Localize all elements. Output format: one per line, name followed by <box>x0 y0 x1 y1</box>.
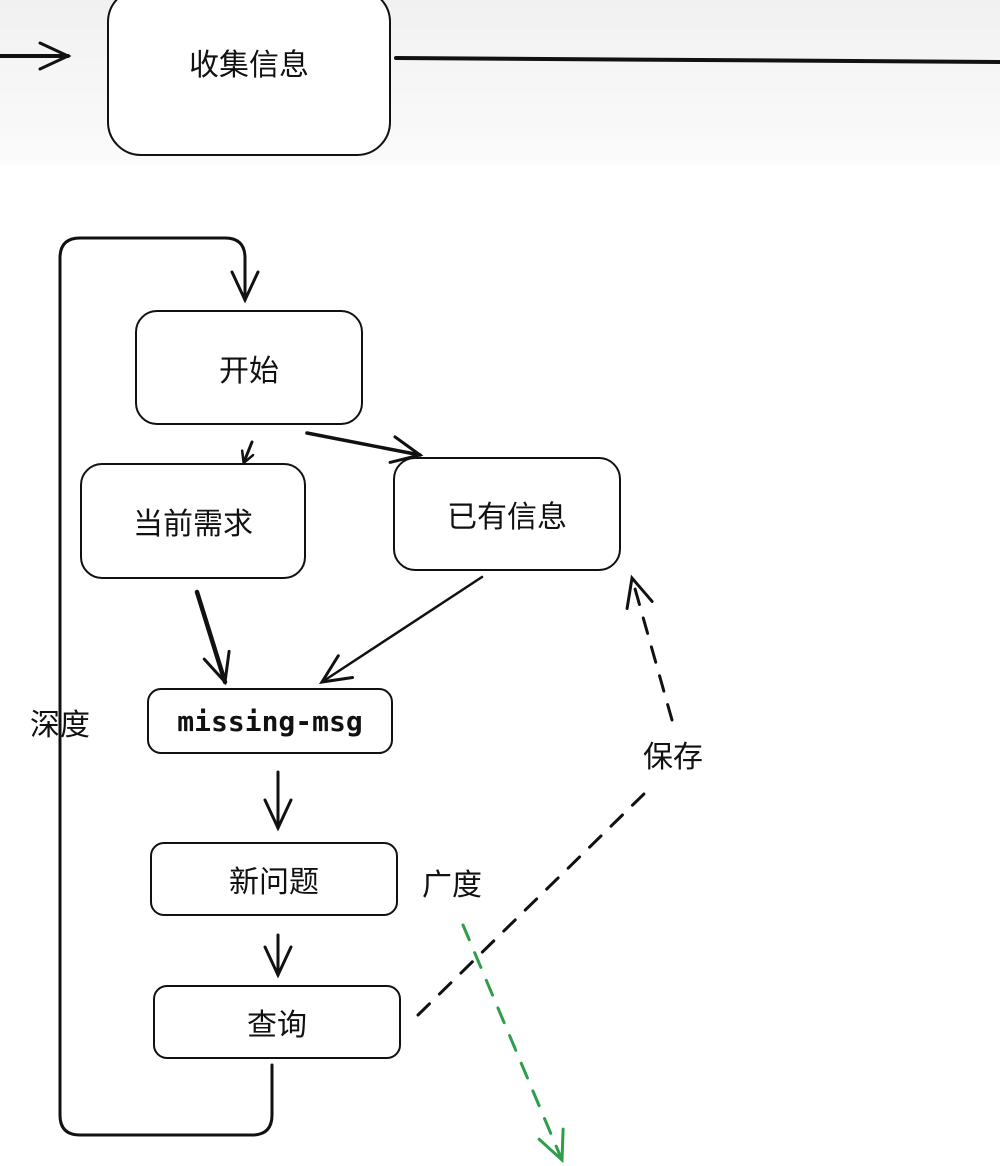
label-save: 保存 <box>643 740 703 775</box>
node-label: missing-msg <box>177 704 363 738</box>
node-label: 当前需求 <box>133 507 253 542</box>
node-label: 开始 <box>219 353 279 389</box>
node-current-need: 当前需求 <box>80 463 306 579</box>
label-breadth: 广度 <box>422 868 482 903</box>
node-label: 已有信息 <box>447 500 567 535</box>
node-existing-info: 已有信息 <box>393 457 621 571</box>
node-start: 开始 <box>135 310 363 425</box>
node-missing-msg: missing-msg <box>147 688 393 754</box>
node-label: 新问题 <box>229 865 319 900</box>
arrow-existing-info-to-missing <box>319 575 484 684</box>
arrow-start-to-existing-info <box>305 431 424 464</box>
node-label: 收集信息 <box>189 48 309 83</box>
breadth-green-dashed-arrow <box>461 923 565 1164</box>
collect-outgoing-line <box>394 56 1000 64</box>
label-depth: 深度 <box>30 708 90 743</box>
save-dashed-arrow <box>625 574 674 722</box>
depth-loop-arrow <box>58 236 274 1137</box>
node-query: 查询 <box>153 985 401 1059</box>
arrow-start-to-current-need <box>244 440 252 462</box>
node-new-question: 新问题 <box>150 842 398 916</box>
save-dashed-line <box>416 788 650 1017</box>
arrow-current-need-to-missing <box>194 589 231 686</box>
node-label: 查询 <box>247 1008 307 1043</box>
node-collect-info: 收集信息 <box>107 0 391 156</box>
